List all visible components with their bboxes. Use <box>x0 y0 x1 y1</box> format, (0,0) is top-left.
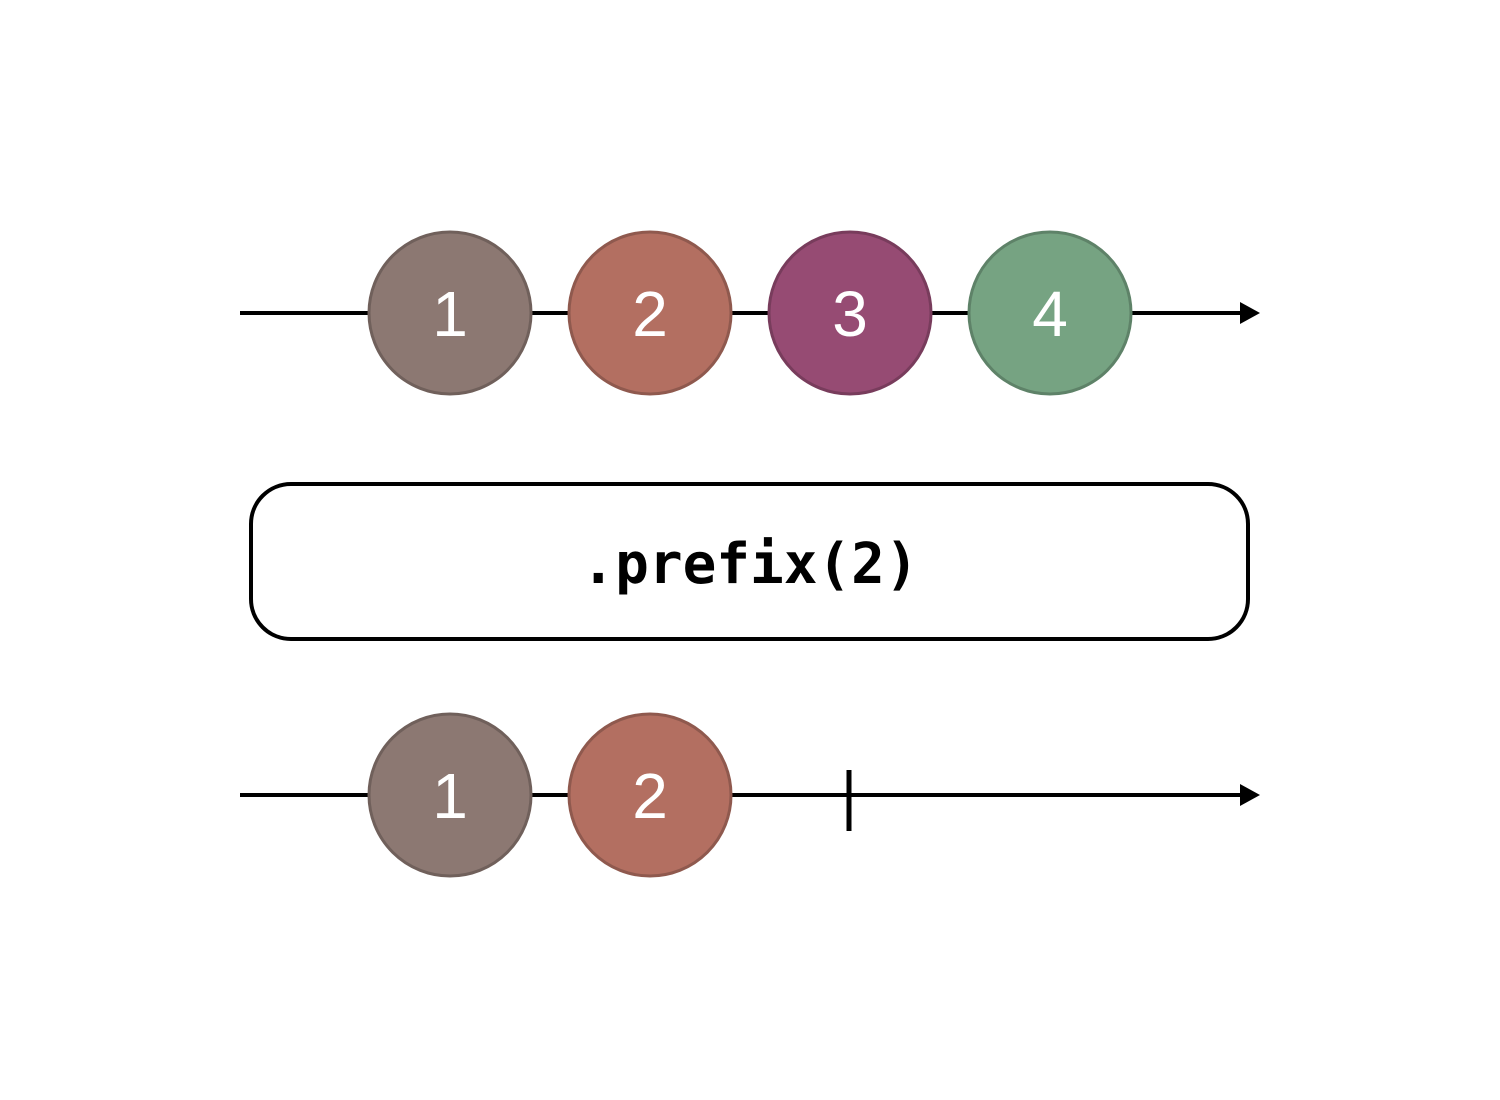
input-marble-1: 1 <box>367 230 533 396</box>
input-marble-circle <box>567 230 733 396</box>
input-marble-circle <box>367 230 533 396</box>
output-marble-label: 1 <box>432 760 468 832</box>
input-marble-circle <box>967 230 1133 396</box>
input-marble-2: 2 <box>567 230 733 396</box>
output-marble-2: 2 <box>567 712 733 878</box>
input-marble-circle <box>767 230 933 396</box>
input-stream: 1 2 3 4 <box>240 230 1260 396</box>
output-marble-circle <box>567 712 733 878</box>
input-marble-4: 4 <box>967 230 1133 396</box>
output-marble-1: 1 <box>367 712 533 878</box>
input-timeline-arrowhead <box>1240 302 1260 324</box>
input-marble-label: 4 <box>1032 278 1068 350</box>
operator-box: .prefix(2) <box>249 482 1250 641</box>
input-marble-label: 1 <box>432 278 468 350</box>
output-marble-circle <box>367 712 533 878</box>
input-marble-3: 3 <box>767 230 933 396</box>
input-marbles: 1 2 3 4 <box>367 230 1133 396</box>
input-marble-label: 3 <box>832 278 868 350</box>
input-marble-label: 2 <box>632 278 668 350</box>
output-marble-label: 2 <box>632 760 668 832</box>
operator-box-outline <box>249 482 1250 641</box>
output-timeline-arrowhead <box>1240 784 1260 806</box>
operator-label: .prefix(2) <box>581 532 918 597</box>
